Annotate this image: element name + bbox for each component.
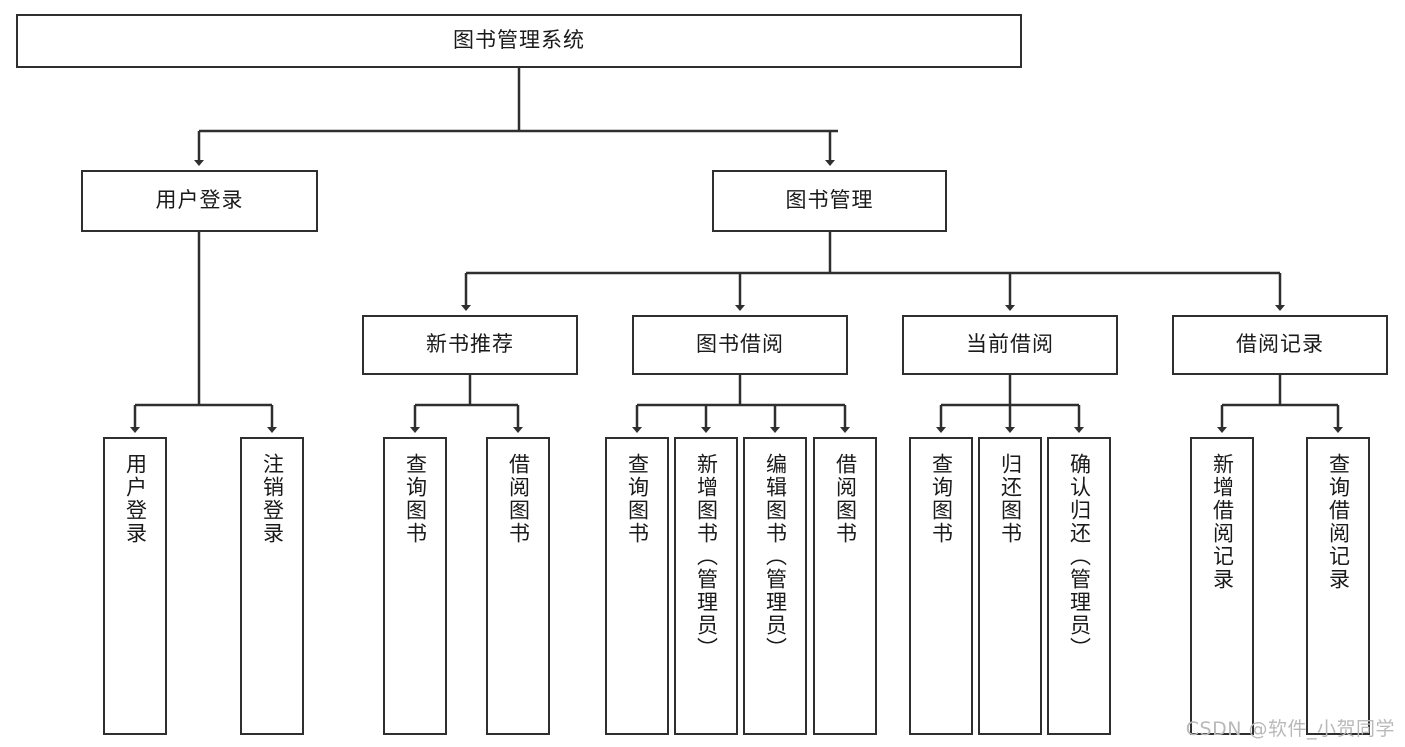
leaf-return-book[interactable]: 归还图书 [978, 437, 1042, 735]
node-root-system[interactable]: 图书管理系统 [16, 14, 1022, 68]
node-label: 编辑图书（管理员） [763, 453, 788, 660]
leaf-edit-book-admin[interactable]: 编辑图书（管理员） [743, 437, 807, 735]
node-label: 借阅图书 [833, 453, 858, 545]
node-label: 归还图书 [998, 453, 1023, 545]
leaf-query-book-borrow[interactable]: 查询图书 [605, 437, 669, 735]
leaf-query-book-current[interactable]: 查询图书 [909, 437, 973, 735]
node-label: 新书推荐 [426, 332, 514, 357]
node-label: 借阅图书 [506, 453, 531, 545]
node-label: 用户登录 [123, 453, 148, 545]
leaf-borrow-book-new[interactable]: 借阅图书 [486, 437, 550, 735]
node-new-book-recommend[interactable]: 新书推荐 [362, 315, 578, 375]
leaf-logout[interactable]: 注销登录 [240, 437, 304, 735]
node-user-login[interactable]: 用户登录 [81, 170, 318, 232]
node-label: 注销登录 [260, 453, 285, 545]
node-label: 图书管理 [785, 188, 874, 213]
leaf-add-book-admin[interactable]: 新增图书（管理员） [674, 437, 738, 735]
node-label: 确认归还（管理员） [1067, 453, 1092, 660]
node-label: 查询图书 [403, 453, 428, 545]
node-label: 当前借阅 [966, 332, 1054, 357]
leaf-confirm-return-admin[interactable]: 确认归还（管理员） [1047, 437, 1111, 735]
leaf-query-borrow-record[interactable]: 查询借阅记录 [1306, 437, 1370, 735]
leaf-user-login[interactable]: 用户登录 [103, 437, 167, 735]
node-label: 借阅记录 [1236, 332, 1324, 357]
node-label: 图书借阅 [696, 332, 784, 357]
node-label: 新增借阅记录 [1210, 453, 1235, 591]
node-label: 查询图书 [929, 453, 954, 545]
leaf-add-borrow-record[interactable]: 新增借阅记录 [1190, 437, 1254, 735]
node-book-management[interactable]: 图书管理 [712, 170, 947, 232]
leaf-query-book-new[interactable]: 查询图书 [383, 437, 447, 735]
node-label: 用户登录 [155, 188, 244, 213]
node-book-borrow[interactable]: 图书借阅 [632, 315, 848, 375]
node-borrow-record[interactable]: 借阅记录 [1172, 315, 1388, 375]
node-label: 图书管理系统 [453, 28, 585, 53]
node-label: 查询图书 [625, 453, 650, 545]
csdn-watermark: CSDN @软件_小贺同学 [1185, 718, 1395, 740]
node-label: 新增图书（管理员） [694, 453, 719, 660]
leaf-borrow-book[interactable]: 借阅图书 [813, 437, 877, 735]
node-current-borrow[interactable]: 当前借阅 [902, 315, 1118, 375]
node-label: 查询借阅记录 [1326, 453, 1351, 591]
